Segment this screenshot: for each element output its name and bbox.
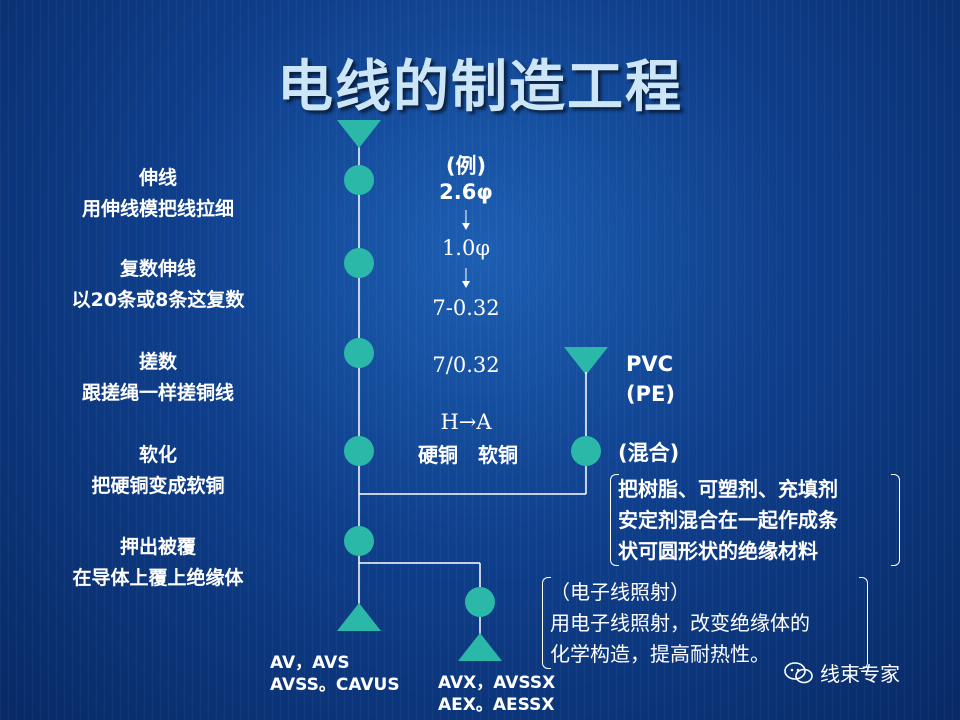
bracket-left: [542, 577, 551, 669]
watermark-text: 线束专家: [820, 662, 900, 686]
mix-line: 安定剂混合在一起作成条: [618, 508, 838, 532]
output-triangle-right: [458, 633, 502, 661]
step-desc: 用伸线模把线拉细: [81, 198, 234, 220]
step-desc: 在导体上覆上绝缘体: [72, 567, 244, 589]
input-triangle: [337, 120, 381, 148]
irradiation-line: （电子线照射）: [550, 580, 690, 604]
step-desc: 把硬铜变成软铜: [91, 475, 225, 497]
example-strand-1: 7-0.32: [432, 296, 500, 320]
step-name: 伸线: [138, 167, 177, 189]
output-triangle-left: [337, 603, 381, 631]
arrow-2-head: [462, 281, 470, 288]
output-left-line: AVSS。CAVUS: [270, 675, 400, 695]
page-title: 电线的制造工程: [277, 55, 683, 120]
output-right: AVX，AVSSX AEX。AESSX: [438, 672, 555, 716]
material-triangle: [564, 347, 608, 375]
mix-description-box: 把树脂、可塑剂、充填剂 安定剂混合在一起作成条 状可圆形状的绝缘材料: [610, 474, 900, 566]
node-annealing: [344, 436, 374, 466]
step-drawing: 伸线 用伸线模把线拉细: [38, 163, 278, 225]
material-pe: (PE): [626, 382, 675, 406]
step-name: 押出被覆: [119, 536, 196, 558]
wechat-icon: [784, 661, 813, 683]
step-name: 软化: [138, 444, 177, 466]
example-hard-soft: 硬铜 软铜: [418, 443, 518, 467]
bracket-right: [859, 577, 868, 669]
step-multi-drawing: 复数伸线 以20条或8条这复数: [38, 254, 278, 316]
node-extrusion: [344, 526, 374, 556]
irradiation-line: 化学构造，提高耐热性。: [550, 642, 770, 666]
node-irradiation: [465, 587, 495, 617]
example-diameter-2: 1.0φ: [441, 236, 491, 260]
arrow-1-head: [462, 223, 470, 230]
example-strand-2: 7/0.32: [432, 353, 500, 377]
step-desc: 跟搓绳一样搓铜线: [81, 382, 234, 404]
step-desc: 以20条或8条这复数: [71, 289, 245, 311]
example-diameter-1: 2.6φ: [439, 180, 493, 204]
node-multi-drawing: [344, 248, 374, 278]
mix-line: 把树脂、可塑剂、充填剂: [618, 477, 838, 501]
irradiation-box: （电子线照射） 用电子线照射，改变绝缘体的 化学构造，提高耐热性。: [542, 577, 868, 669]
mix-line: 状可圆形状的绝缘材料: [618, 539, 818, 563]
step-annealing: 软化 把硬铜变成软铜: [38, 440, 278, 502]
bracket-left: [610, 474, 619, 566]
material-pvc: PVC: [626, 352, 674, 376]
example-temper: H→A: [440, 410, 492, 434]
output-left-line: AV，AVS: [270, 653, 350, 673]
watermark: 线束专家: [784, 658, 900, 687]
node-mixing: [571, 436, 601, 466]
mix-label: (混合): [618, 441, 680, 465]
step-name: 复数伸线: [119, 258, 196, 280]
step-extrusion: 押出被覆 在导体上覆上绝缘体: [38, 532, 278, 594]
node-drawing: [344, 165, 374, 195]
output-right-line: AEX。AESSX: [438, 695, 555, 715]
example-label: (例): [445, 154, 487, 178]
output-right-line: AVX，AVSSX: [438, 673, 556, 693]
step-stranding: 搓数 跟搓绳一样搓铜线: [38, 347, 278, 409]
irradiation-line: 用电子线照射，改变绝缘体的: [550, 611, 810, 635]
node-stranding: [344, 338, 374, 368]
output-left: AV，AVS AVSS。CAVUS: [270, 652, 400, 696]
step-name: 搓数: [138, 351, 177, 373]
bracket-right: [891, 474, 900, 566]
